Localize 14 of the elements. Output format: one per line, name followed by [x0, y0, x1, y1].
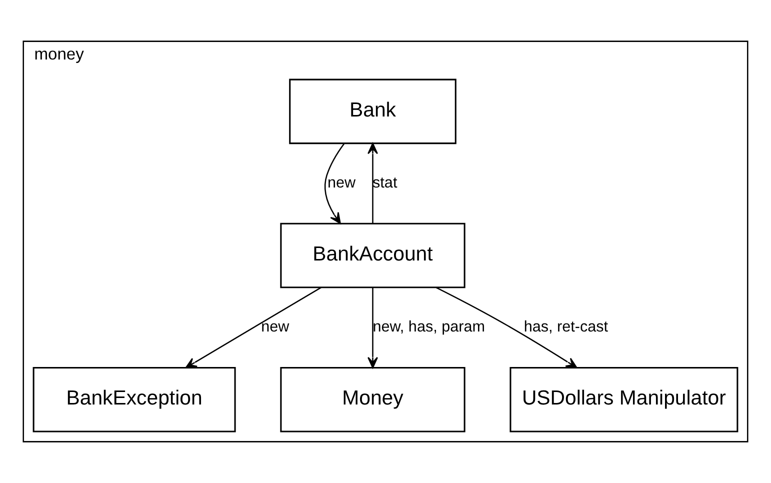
node-box: BankAccount [280, 222, 466, 288]
edge-label: new [327, 174, 356, 192]
arrow [324, 143, 345, 224]
node-box: Bank [289, 78, 456, 144]
arrow [368, 288, 378, 368]
arrow [185, 286, 322, 368]
edge-label: new, has, param [372, 318, 485, 336]
arrow [368, 142, 378, 224]
node-box: BankException [32, 366, 236, 432]
node-box: USDollars Manipulator [510, 366, 738, 432]
edge-label: new [261, 318, 290, 336]
node-box: Money [280, 366, 466, 432]
arrow [436, 286, 578, 368]
edge-label: has, ret-cast [524, 318, 608, 336]
